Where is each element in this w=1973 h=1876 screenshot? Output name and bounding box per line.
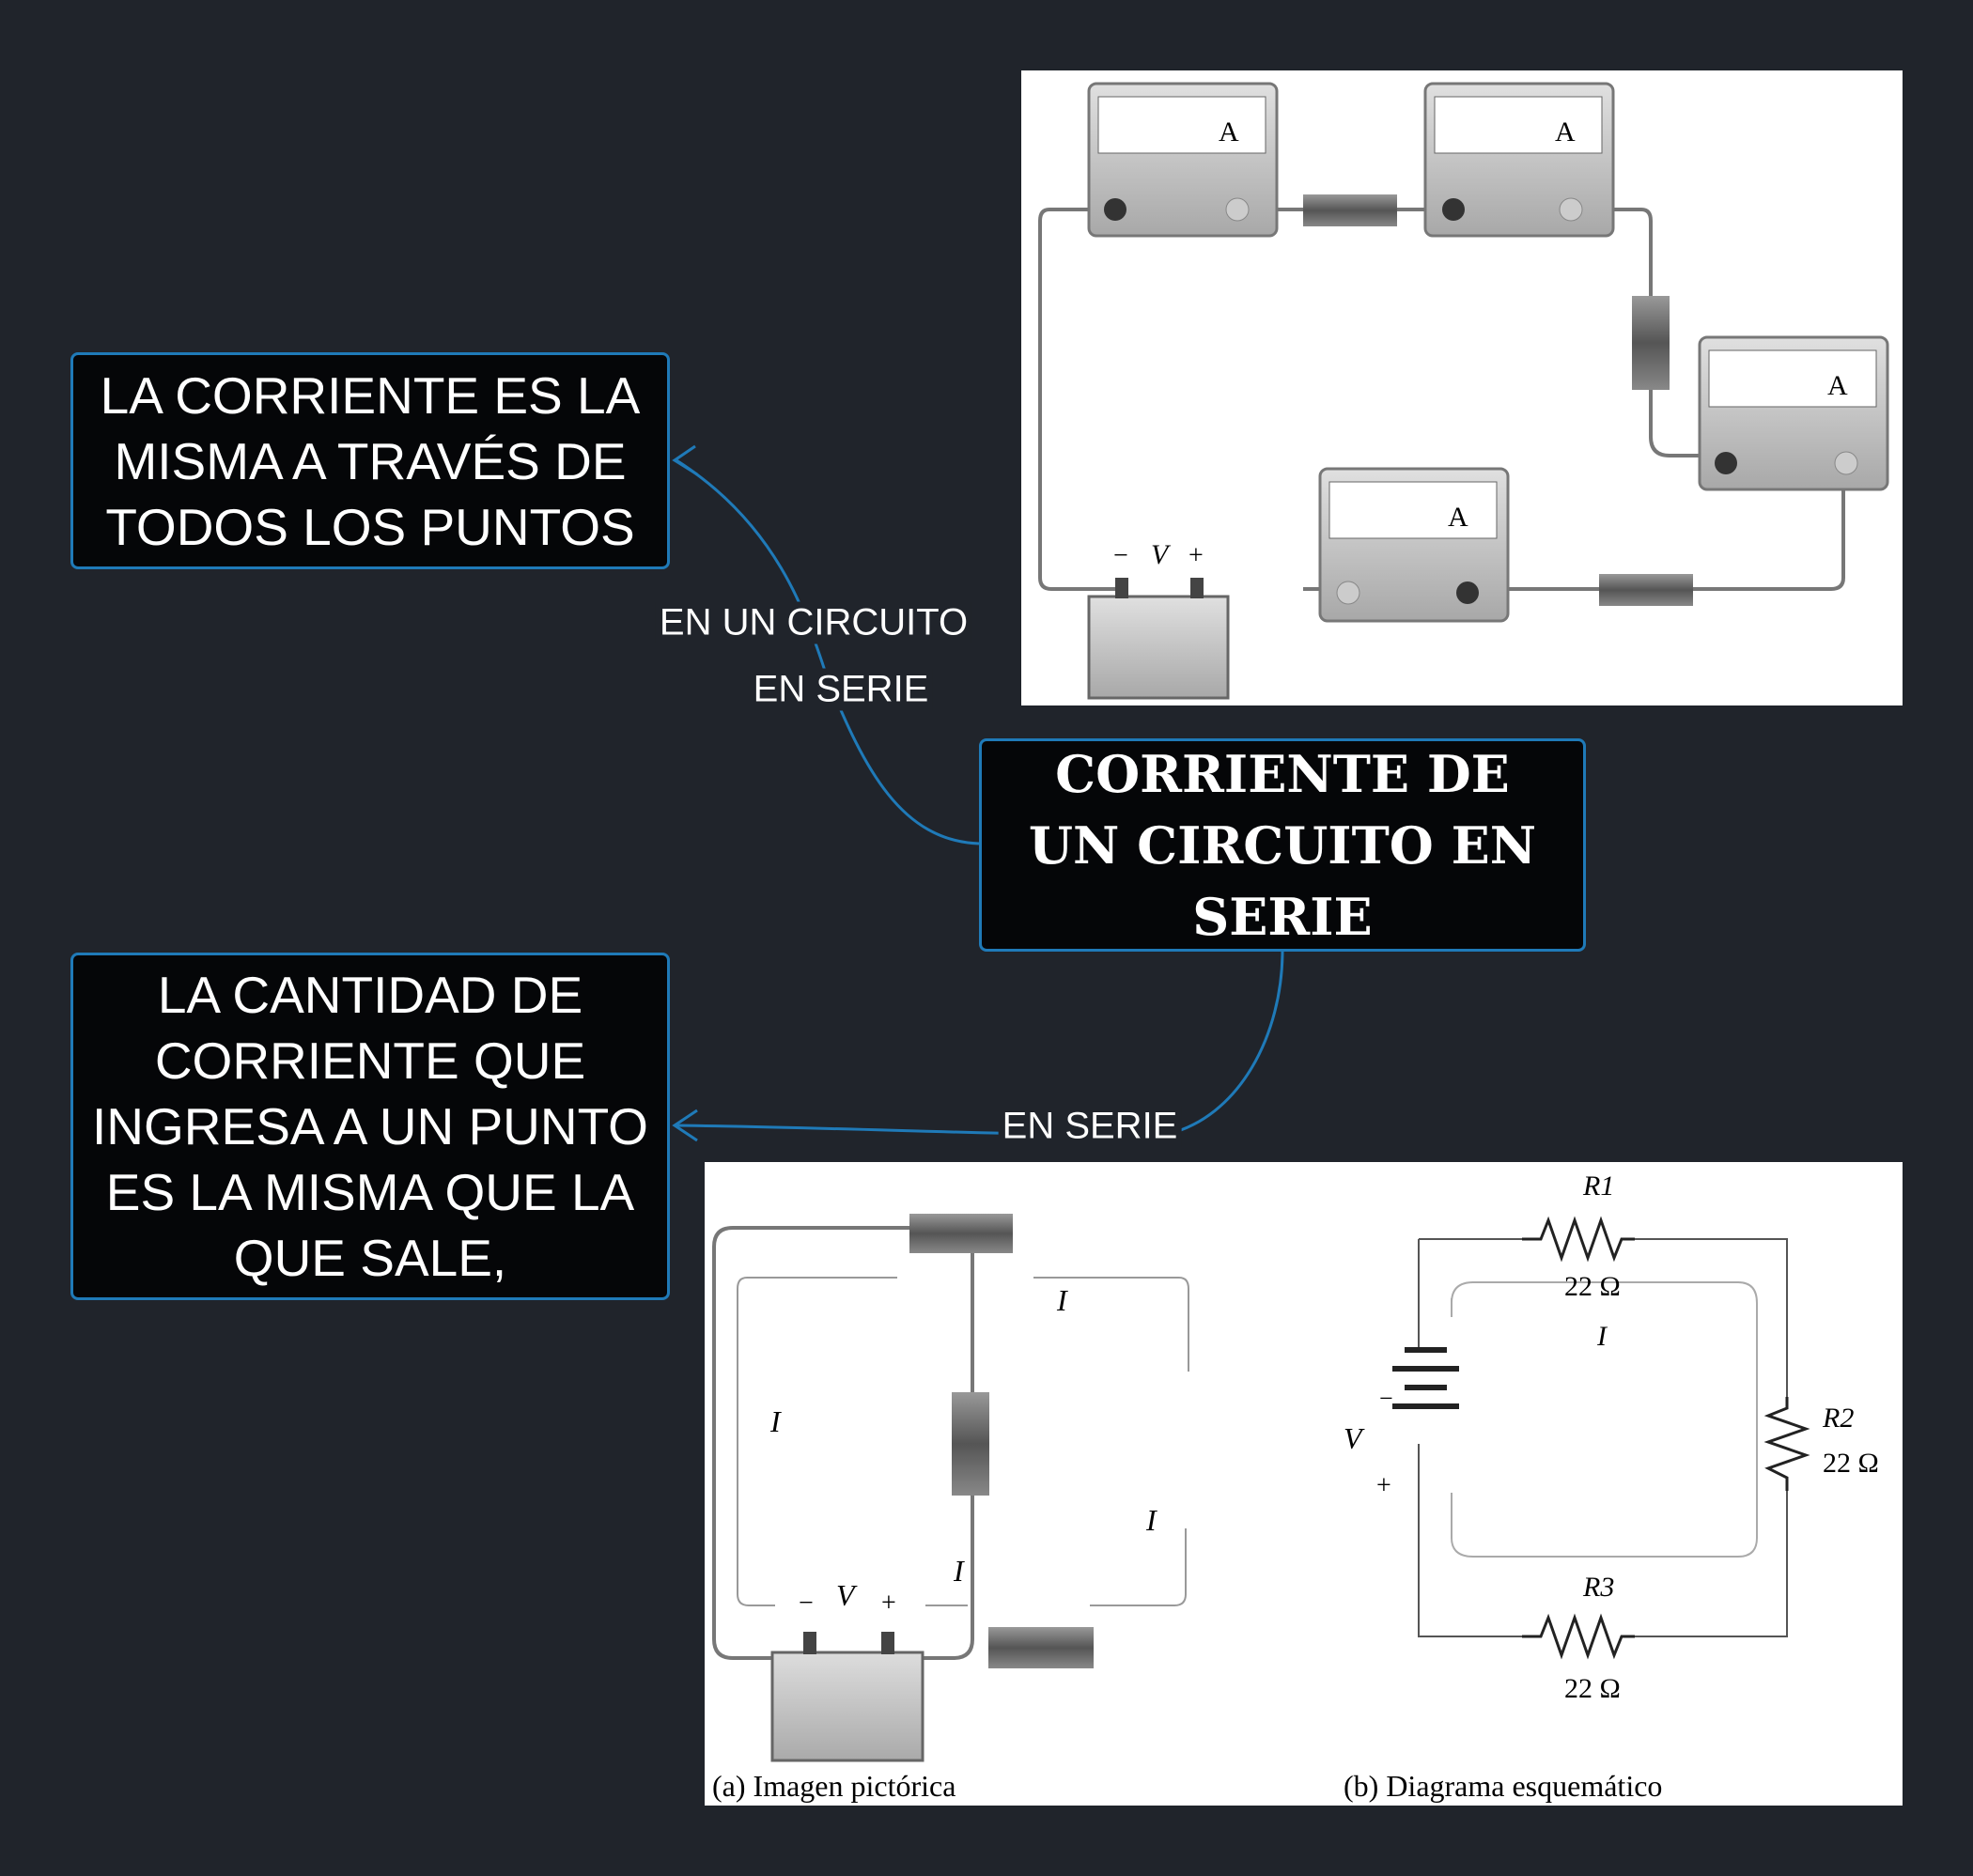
svg-text:−: − <box>1379 1385 1393 1412</box>
ammeter-1: A <box>1087 82 1279 238</box>
svg-text:V: V <box>1151 539 1172 570</box>
svg-text:I: I <box>769 1404 782 1438</box>
svg-text:A: A <box>1219 116 1239 147</box>
svg-text:+: + <box>881 1589 896 1618</box>
svg-text:I: I <box>1056 1283 1068 1317</box>
node-text: LA CANTIDAD DE CORRIENTE QUE INGRESA A U… <box>92 966 648 1287</box>
central-topic-text: CORRIENTE DE UN CIRCUITO EN SERIE <box>1028 743 1537 947</box>
battery: − V + <box>1087 539 1230 700</box>
link-label-en-serie-2: EN SERIE <box>998 1105 1182 1148</box>
svg-text:22 Ω: 22 Ω <box>1564 1673 1621 1704</box>
svg-text:I: I <box>953 1554 965 1588</box>
svg-text:I: I <box>1145 1503 1157 1537</box>
central-topic[interactable]: CORRIENTE DE UN CIRCUITO EN SERIE <box>979 738 1586 952</box>
svg-text:I: I <box>1596 1321 1608 1352</box>
svg-text:A: A <box>1448 502 1468 533</box>
series-circuit-figure: I I I I − V + (a) Imagen pictórica R1 22… <box>705 1162 1903 1806</box>
svg-text:22 Ω: 22 Ω <box>1823 1448 1879 1479</box>
svg-text:+: + <box>1376 1471 1391 1500</box>
svg-text:−: − <box>1113 541 1128 570</box>
caption-a: (a) Imagen pictórica <box>712 1769 955 1803</box>
svg-text:A: A <box>1827 370 1848 401</box>
svg-text:V: V <box>836 1578 858 1612</box>
svg-text:−: − <box>799 1589 814 1618</box>
svg-text:22 Ω: 22 Ω <box>1564 1271 1621 1302</box>
node-current-same[interactable]: LA CORRIENTE ES LA MISMA A TRAVÉS DE TOD… <box>70 352 670 569</box>
ammeter-4: A <box>1318 467 1510 623</box>
schematic-diagram: R1 22 Ω R2 22 Ω R3 22 Ω I V − + (b) Diag… <box>1344 1171 1879 1803</box>
node-current-in-out[interactable]: LA CANTIDAD DE CORRIENTE QUE INGRESA A U… <box>70 953 670 1300</box>
svg-text:A: A <box>1555 116 1576 147</box>
svg-text:R1: R1 <box>1582 1171 1614 1202</box>
ammeter-2: A <box>1423 82 1615 238</box>
link-label-en-serie-1: EN SERIE <box>749 668 933 711</box>
link-label-en-un-circuito: EN UN CIRCUITO <box>655 601 972 644</box>
ammeter-3: A <box>1698 335 1889 491</box>
svg-text:R3: R3 <box>1582 1572 1614 1603</box>
caption-b: (b) Diagrama esquemático <box>1344 1769 1662 1803</box>
series-ammeter-circuit-image: A A A A − V + <box>1021 70 1903 705</box>
node-text: LA CORRIENTE ES LA MISMA A TRAVÉS DE TOD… <box>100 365 641 556</box>
svg-text:R2: R2 <box>1822 1403 1854 1434</box>
svg-text:V: V <box>1344 1421 1365 1455</box>
svg-text:+: + <box>1188 541 1204 570</box>
pictorial-circuit: I I I I − V + (a) Imagen pictórica <box>712 1214 1189 1803</box>
